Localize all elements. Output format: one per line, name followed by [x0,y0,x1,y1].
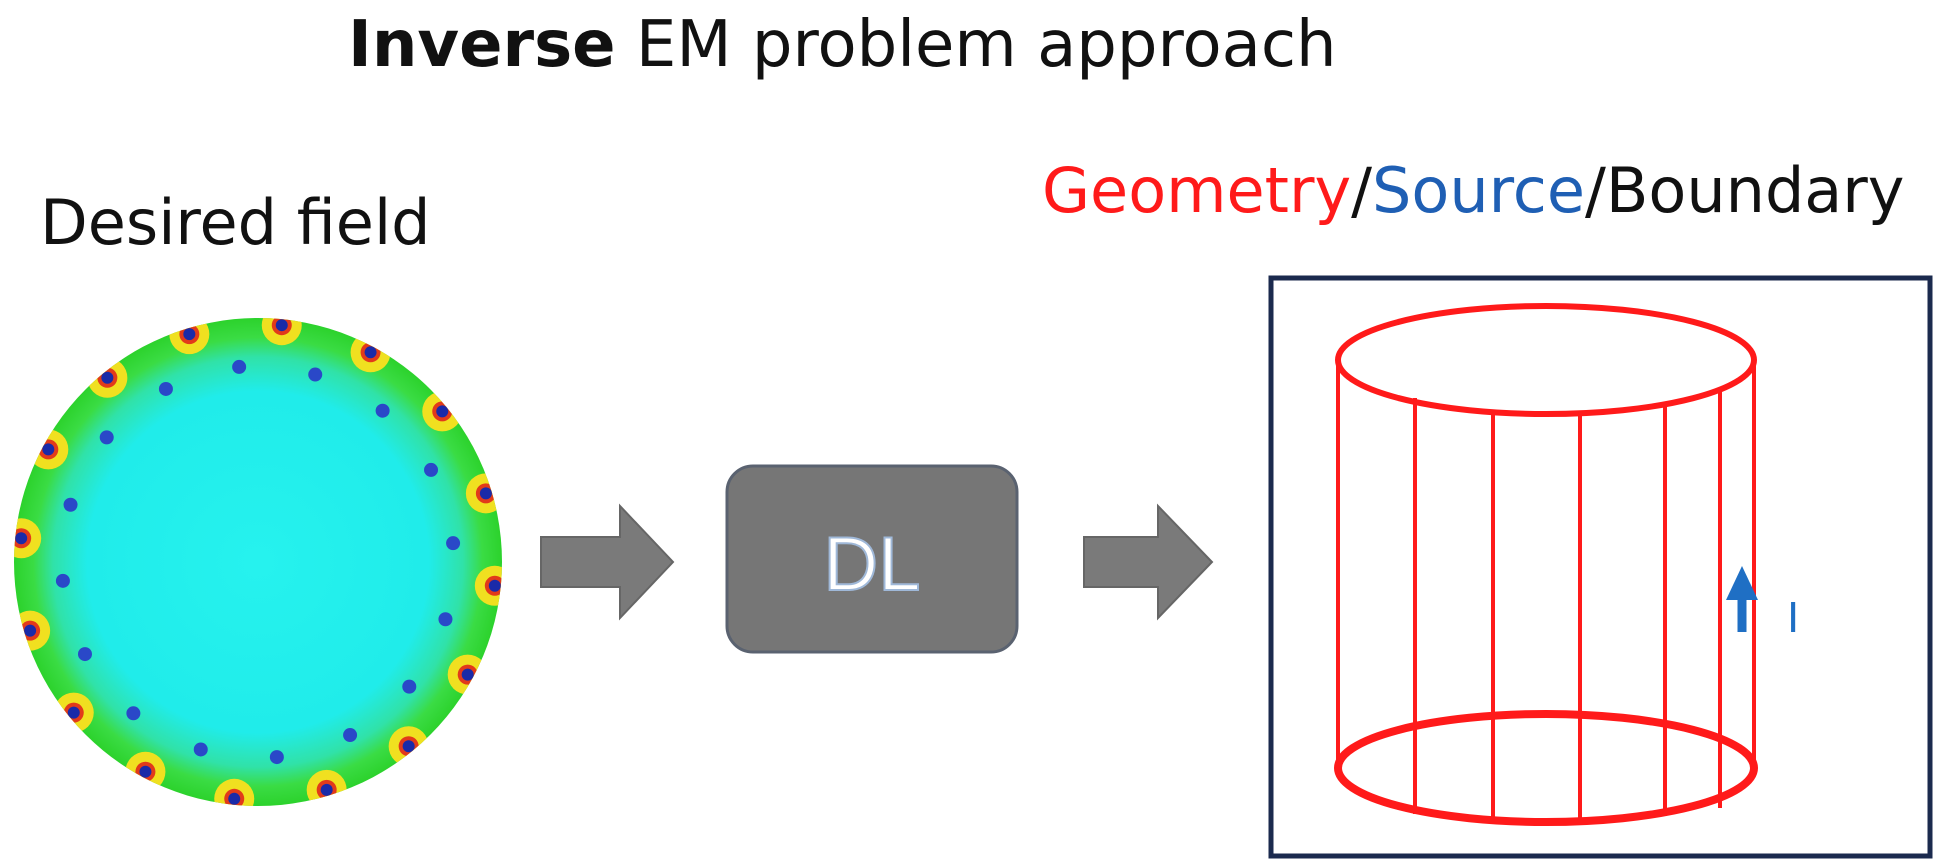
dl-box [725,464,1019,654]
field-inner-dot [375,403,390,418]
title-bold-word: Inverse [348,8,616,82]
title-rest: EM problem approach [635,8,1337,82]
field-edge-dot [139,765,152,778]
dl-text: DL [823,522,920,607]
field-edge-dot [67,706,80,719]
field-inner-dot [63,497,78,512]
field-inner-dot [438,612,453,627]
cylinder-top [1335,303,1757,417]
field-edge-dot [42,443,55,456]
field-hotspots [14,318,502,806]
desired-field-label: Desired field [40,186,431,259]
current-arrow-head [1726,566,1758,600]
field-edge-dot [183,328,196,341]
cylinder-bottom [1334,710,1758,826]
cylinder-geometry [1334,303,1758,826]
geometry-label: Geometry [1042,154,1352,227]
field-inner-dot [269,750,284,765]
field-edge-dot [461,668,474,681]
boundary-box [1268,275,1933,859]
field-disc [14,318,502,806]
field-edge-dot [479,487,492,500]
field-inner-dot [99,430,114,445]
output-label: Geometry/Source/Boundary [1042,154,1904,227]
separator-1: / [1351,154,1373,227]
diagram-title: Inverse EM problem approach [348,8,1337,82]
field-edge-dot [101,371,114,384]
field-inner-dot [446,536,461,551]
field-edge-dot [320,783,333,796]
current-source: I [1726,566,1799,642]
arrow-2 [1083,503,1214,621]
field-inner-dot [158,381,173,396]
arrow-1 [540,503,675,621]
field-inner-dot [402,679,417,694]
field-edge-dot [228,792,241,805]
field-edge-dot [488,579,501,592]
field-inner-dot [126,706,141,721]
field-edge-dot [436,405,449,418]
field-edge-dot [275,319,288,332]
boundary-label: Boundary [1605,154,1905,227]
separator-2: / [1585,154,1606,227]
field-inner-dot [77,647,92,662]
cylinder-rungs [1336,360,1756,821]
source-label: Source [1372,154,1585,227]
field-inner-dot [55,573,70,588]
current-label: I [1787,593,1799,642]
field-inner-dot [308,367,323,382]
field-edge-dot [402,740,415,753]
field-edge-dot [364,346,377,359]
field-inner-dots [55,359,461,765]
field-edge-dot [24,624,37,637]
desired-field-plot [14,318,502,806]
field-inner-dot [343,728,358,743]
dl-block: DL [725,464,1019,654]
field-inner-dot [424,462,439,477]
field-inner-dot [232,359,247,374]
field-edge-dot [15,532,28,545]
field-inner-dot [193,742,208,757]
